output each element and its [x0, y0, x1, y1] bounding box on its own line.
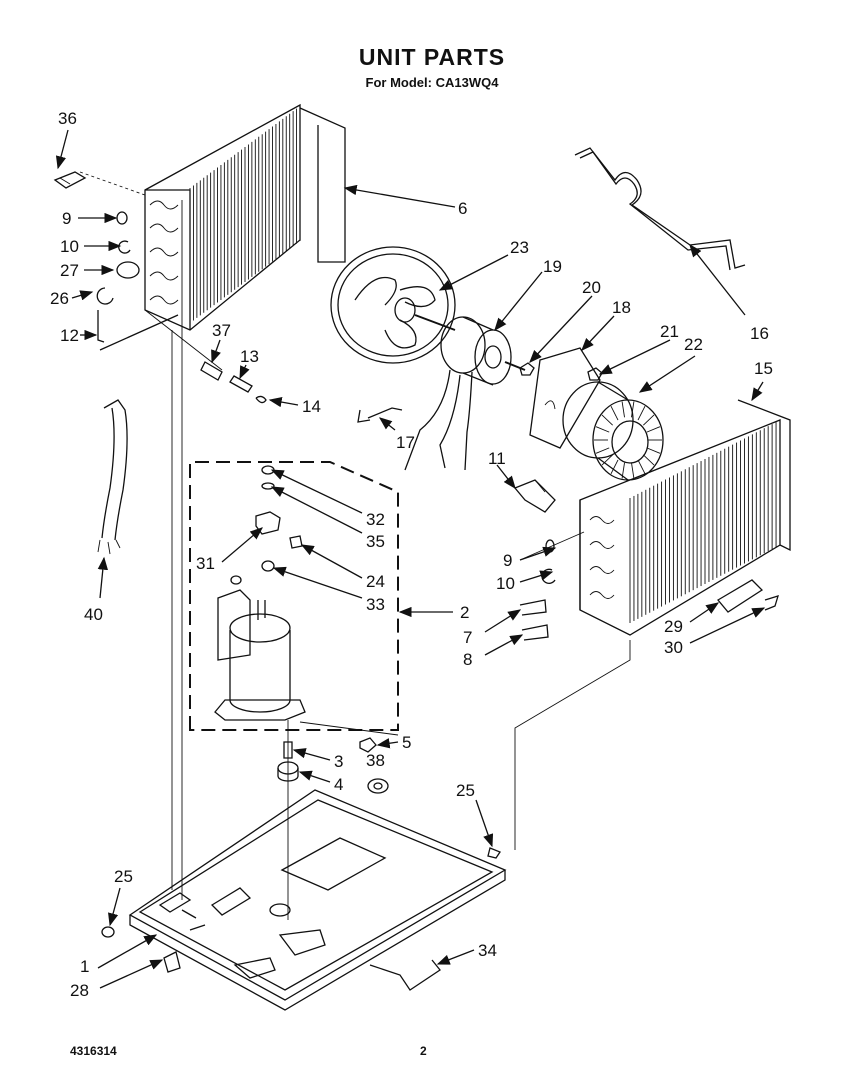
page-number: 2 — [420, 1044, 427, 1058]
part-label-23: 23 — [510, 238, 529, 257]
evap-clips — [519, 539, 556, 641]
part-label-29: 29 — [664, 617, 683, 636]
model-subtitle: For Model: CA13WQ4 — [365, 75, 499, 90]
part-label-26: 26 — [50, 289, 69, 308]
wire-clip — [357, 407, 403, 423]
part-label-9b: 9 — [503, 551, 512, 570]
guide-lines-center — [287, 640, 631, 920]
part-label-27: 27 — [60, 261, 79, 280]
part-label-10b: 10 — [496, 574, 515, 593]
fan-blade — [330, 246, 456, 364]
blower-wheel — [562, 381, 664, 481]
part-label-22: 22 — [684, 335, 703, 354]
part-label-4: 4 — [334, 775, 343, 794]
capillary-parts — [200, 361, 267, 404]
part-label-30: 30 — [664, 638, 683, 657]
coil-clips — [96, 211, 179, 351]
part-label-19: 19 — [543, 257, 562, 276]
part-label-34: 34 — [478, 941, 497, 960]
part-label-6: 6 — [458, 199, 467, 218]
part-label-32: 32 — [366, 510, 385, 529]
part-label-20: 20 — [582, 278, 601, 297]
part-label-18: 18 — [612, 298, 631, 317]
drain-parts — [717, 579, 779, 613]
part-label-11: 11 — [488, 449, 506, 468]
part-label-31: 31 — [196, 554, 215, 573]
part-label-7: 7 — [463, 628, 472, 647]
part-label-13: 13 — [240, 347, 259, 366]
part-label-25: 25 — [456, 781, 475, 800]
document-number: 4316314 — [70, 1044, 117, 1058]
sensor-bracket — [513, 479, 556, 513]
part-label-28: 28 — [70, 981, 89, 1000]
base-fasteners — [101, 847, 501, 991]
leader-lines — [55, 129, 766, 989]
part-label-10: 10 — [60, 237, 79, 256]
part-label-3: 3 — [334, 752, 343, 771]
part-label-15: 15 — [754, 359, 773, 378]
part-label-33: 33 — [366, 595, 385, 614]
power-cord — [97, 399, 128, 555]
guide-lines-left — [79, 171, 223, 900]
part-label-1: 1 — [80, 957, 89, 976]
part-label-24: 24 — [366, 572, 385, 591]
base-pan — [128, 789, 507, 1011]
part-label-16: 16 — [750, 324, 769, 343]
part-label-5: 5 — [402, 733, 411, 752]
nut-21 — [587, 367, 603, 381]
part-label-35: 35 — [366, 532, 385, 551]
part-label-14: 14 — [302, 397, 321, 416]
fan-motor — [404, 316, 526, 471]
part-36-bracket — [53, 171, 87, 189]
compressor-assembly — [189, 461, 399, 731]
part-label-21: 21 — [660, 322, 679, 341]
support-rod — [574, 147, 746, 271]
condenser-coil — [144, 103, 346, 331]
part-label-37: 37 — [212, 321, 231, 340]
motor-bracket — [529, 347, 601, 449]
part-label-40: 40 — [84, 605, 103, 624]
part-label-2: 2 — [460, 603, 469, 622]
part-label-9: 9 — [62, 209, 71, 228]
nut-20 — [519, 362, 535, 376]
part-label-8: 8 — [463, 650, 472, 669]
page-title: UNIT PARTS — [358, 44, 506, 70]
part-label-25b: 25 — [114, 867, 133, 886]
evaporator-coil — [579, 399, 791, 636]
part-label-36: 36 — [58, 109, 77, 128]
part-label-17: 17 — [396, 433, 415, 452]
part-label-12: 12 — [60, 326, 79, 345]
part-label-38: 38 — [366, 751, 385, 770]
part-labels: 36 6 9 10 27 26 12 23 19 20 18 21 22 16 … — [50, 109, 773, 1000]
